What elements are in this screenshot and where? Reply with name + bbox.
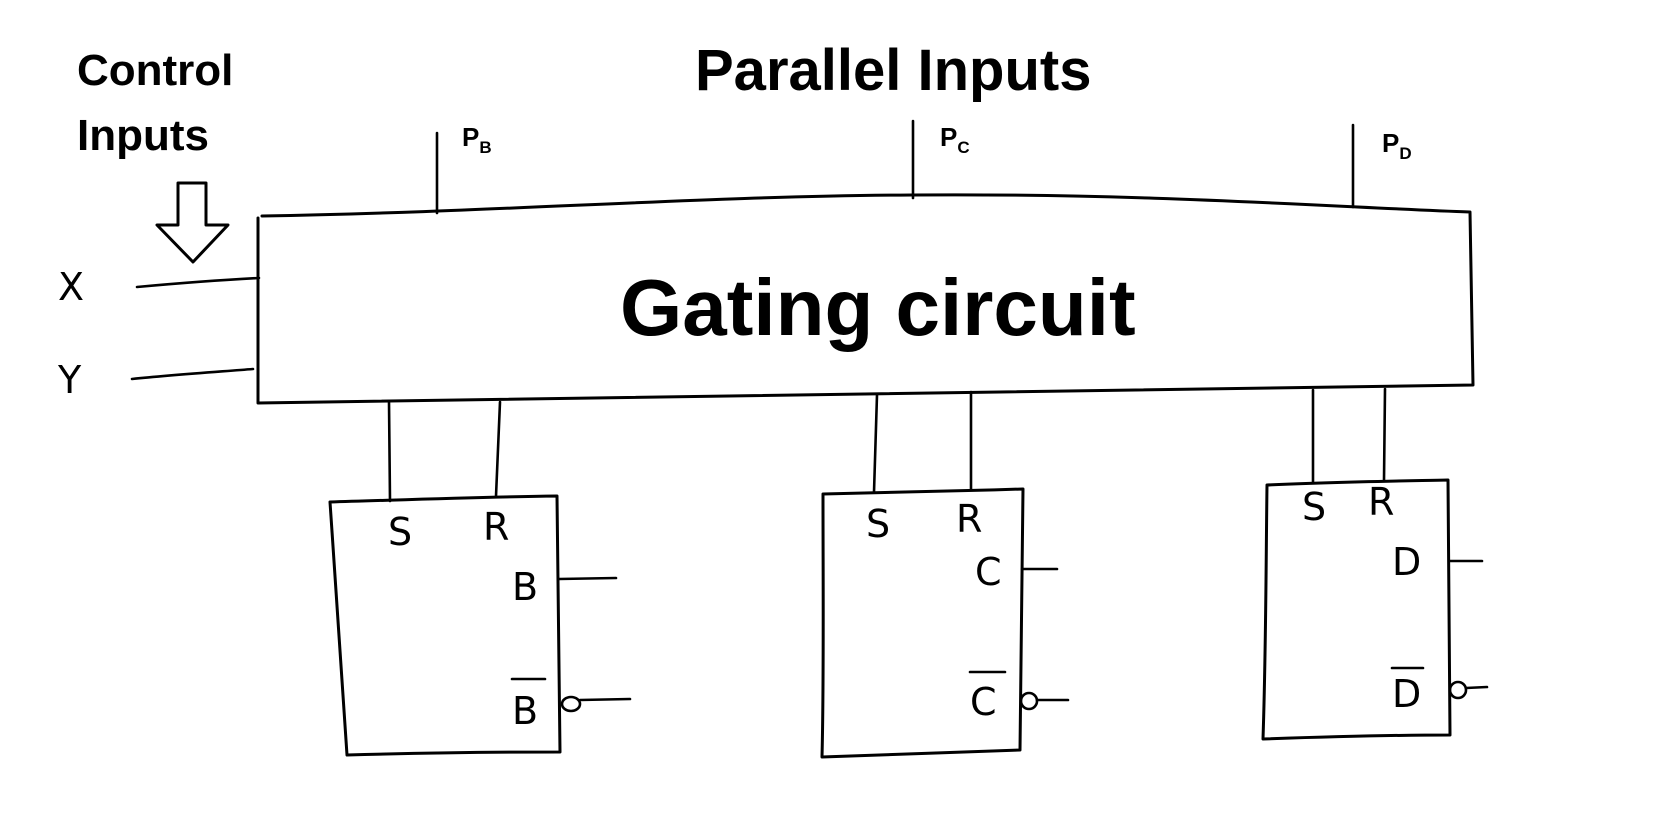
flip-flop-d: S R D D [1261, 387, 1489, 741]
flip-flop-b-q-line [557, 576, 618, 581]
flip-flop-b-r-wire [494, 400, 502, 498]
diagram-title: Parallel Inputs [695, 38, 1091, 103]
inversion-bubble-icon [1019, 691, 1039, 711]
flip-flop-d-s-label: S [1302, 485, 1326, 529]
flip-flop-c-r-label: R [956, 497, 982, 541]
control-input-y-label: Y [57, 358, 82, 402]
flip-flop-b-r-label: R [483, 505, 509, 549]
flip-flop-d-r-wire [1382, 387, 1387, 482]
inversion-bubble-icon [560, 695, 582, 713]
flip-flop-b-qbar-label: B [512, 689, 538, 733]
parallel-input-pc-label: PC [940, 122, 970, 157]
flip-flop-c-qbar-label: C [970, 680, 997, 724]
down-arrow-icon [155, 181, 230, 264]
flip-flop-d-q-label: D [1392, 540, 1421, 584]
flip-flop-b: S R B B [328, 400, 632, 757]
flip-flop-c-s-wire [872, 393, 879, 494]
control-label-line1: Control [77, 46, 233, 95]
flip-flop-b-box [328, 494, 562, 757]
flip-flop-b-qbar-line [578, 697, 632, 702]
flip-flop-b-s-wire [387, 400, 392, 503]
flip-flop-d-r-label: R [1368, 480, 1394, 524]
inversion-bubble-icon [1448, 680, 1468, 700]
flip-flop-b-s-label: S [388, 510, 412, 554]
flip-flop-c: S R C C [820, 390, 1070, 759]
flip-flop-d-qbar-line [1464, 685, 1489, 690]
control-label-line2: Inputs [77, 111, 209, 160]
flip-flop-c-q-label: C [975, 550, 1002, 594]
flip-flop-c-box [820, 487, 1025, 759]
control-input-x-line [135, 276, 261, 289]
flip-flop-d-qbar-label: D [1392, 672, 1421, 716]
control-input-x-label: X [58, 265, 84, 309]
flip-flop-b-q-label: B [512, 565, 538, 609]
gating-circuit-label: Gating circuit [620, 263, 1136, 352]
flip-flop-d-box [1261, 478, 1452, 741]
parallel-input-pd-label: PD [1382, 128, 1412, 163]
parallel-input-pb-label: PB [462, 122, 492, 157]
flip-flop-c-s-label: S [866, 502, 890, 546]
control-input-y-line [130, 367, 255, 381]
